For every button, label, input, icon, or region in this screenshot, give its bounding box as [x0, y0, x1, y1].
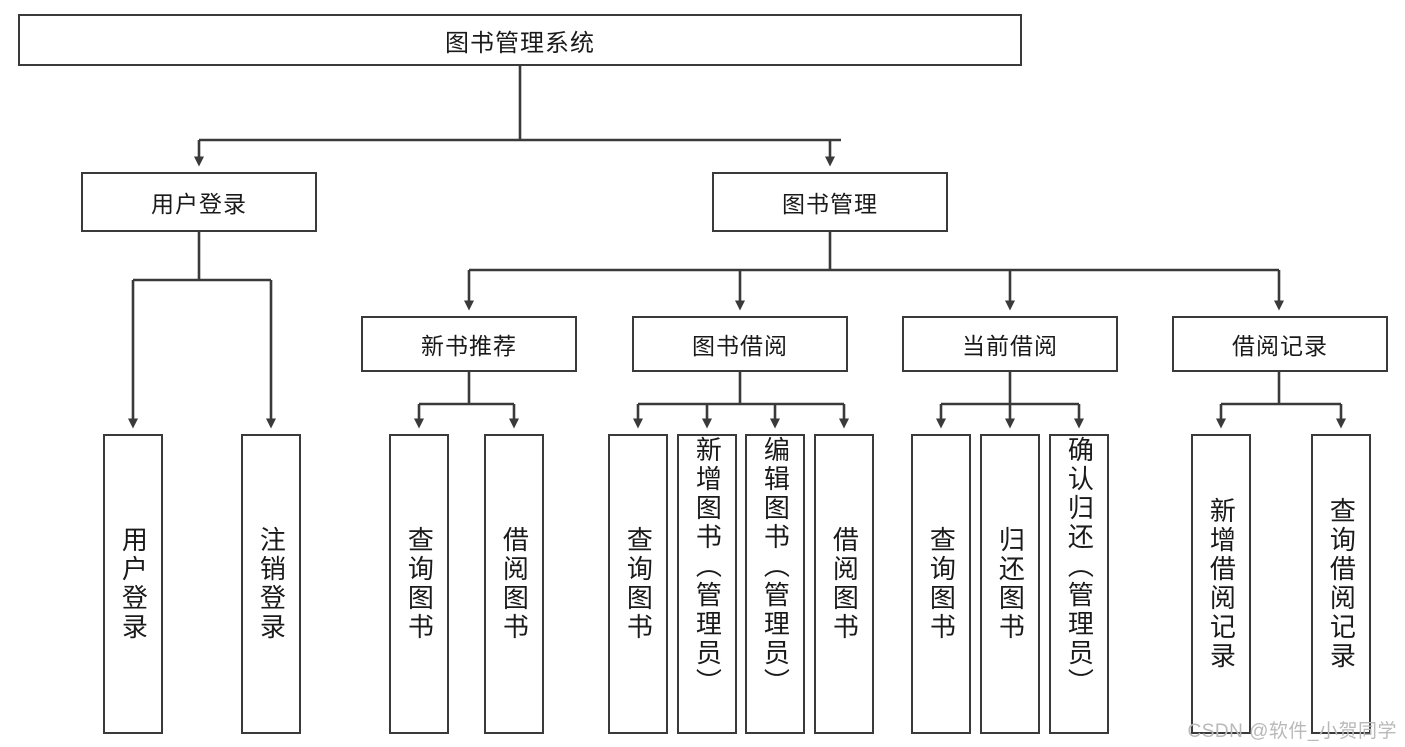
node-label: 借阅图书 — [829, 526, 860, 642]
node-borrow-record[interactable]: 借阅记录 — [1172, 316, 1388, 372]
leaf-new-book-query[interactable]: 查询图书 — [389, 434, 449, 734]
leaf-new-book-borrow[interactable]: 借阅图书 — [484, 434, 544, 734]
leaf-current-confirm-return[interactable]: 确认归还（管理员） — [1049, 434, 1109, 734]
leaf-user-login-signout[interactable]: 注销登录 — [241, 434, 301, 734]
node-user-login[interactable]: 用户登录 — [81, 172, 317, 232]
node-label: 查询图书 — [926, 526, 957, 642]
leaf-text-wrap: 查询图书 — [913, 436, 969, 732]
node-label: 当前借阅 — [962, 333, 1058, 359]
leaf-text-wrap: 查询图书 — [610, 436, 666, 732]
node-label: 新增图书（管理员） — [692, 436, 723, 697]
node-label: 新增借阅记录 — [1206, 497, 1237, 671]
node-label: 查询图书 — [404, 526, 435, 642]
node-label: 确认归还（管理员） — [1064, 436, 1095, 697]
node-root-system[interactable]: 图书管理系统 — [18, 14, 1022, 66]
node-label: 图书管理 — [782, 191, 878, 217]
node-label: 注销登录 — [256, 526, 287, 642]
leaf-text-wrap: 借阅图书 — [816, 436, 872, 732]
leaf-text-wrap: 编辑图书（管理员） — [747, 436, 803, 732]
leaf-borrow-query-book[interactable]: 查询图书 — [608, 434, 668, 734]
node-label: 用户登录 — [118, 526, 149, 642]
leaf-text-wrap: 归还图书 — [982, 436, 1038, 732]
node-label: 用户登录 — [151, 191, 247, 217]
node-label: 图书管理系统 — [445, 29, 595, 57]
leaf-record-add[interactable]: 新增借阅记录 — [1191, 434, 1251, 734]
leaf-borrow-add-book[interactable]: 新增图书（管理员） — [677, 434, 737, 734]
leaf-text-wrap: 查询图书 — [391, 436, 447, 732]
leaf-text-wrap: 用户登录 — [105, 436, 161, 732]
leaf-record-query[interactable]: 查询借阅记录 — [1311, 434, 1371, 734]
node-new-book-recommend[interactable]: 新书推荐 — [361, 316, 577, 372]
leaf-current-return-book[interactable]: 归还图书 — [980, 434, 1040, 734]
leaf-current-query-book[interactable]: 查询图书 — [911, 434, 971, 734]
node-label: 编辑图书（管理员） — [760, 436, 791, 697]
node-label: 图书借阅 — [692, 333, 788, 359]
node-label: 查询图书 — [623, 526, 654, 642]
leaf-text-wrap: 新增借阅记录 — [1193, 436, 1249, 732]
csdn-watermark: CSDN @软件_小贺同学 — [1187, 721, 1397, 742]
node-label: 借阅记录 — [1232, 333, 1328, 359]
leaf-user-login-signin[interactable]: 用户登录 — [103, 434, 163, 734]
node-label: 查询借阅记录 — [1326, 497, 1357, 671]
leaf-borrow-borrow-book[interactable]: 借阅图书 — [814, 434, 874, 734]
leaf-text-wrap: 确认归还（管理员） — [1051, 436, 1107, 732]
node-book-management[interactable]: 图书管理 — [712, 172, 948, 232]
node-label: 新书推荐 — [421, 333, 517, 359]
leaf-text-wrap: 借阅图书 — [486, 436, 542, 732]
leaf-text-wrap: 查询借阅记录 — [1313, 436, 1369, 732]
node-label: 借阅图书 — [499, 526, 530, 642]
leaf-text-wrap: 注销登录 — [243, 436, 299, 732]
node-current-borrow[interactable]: 当前借阅 — [902, 316, 1118, 372]
leaf-text-wrap: 新增图书（管理员） — [679, 436, 735, 732]
node-book-borrow[interactable]: 图书借阅 — [632, 316, 848, 372]
leaf-borrow-edit-book[interactable]: 编辑图书（管理员） — [745, 434, 805, 734]
node-label: 归还图书 — [995, 526, 1026, 642]
